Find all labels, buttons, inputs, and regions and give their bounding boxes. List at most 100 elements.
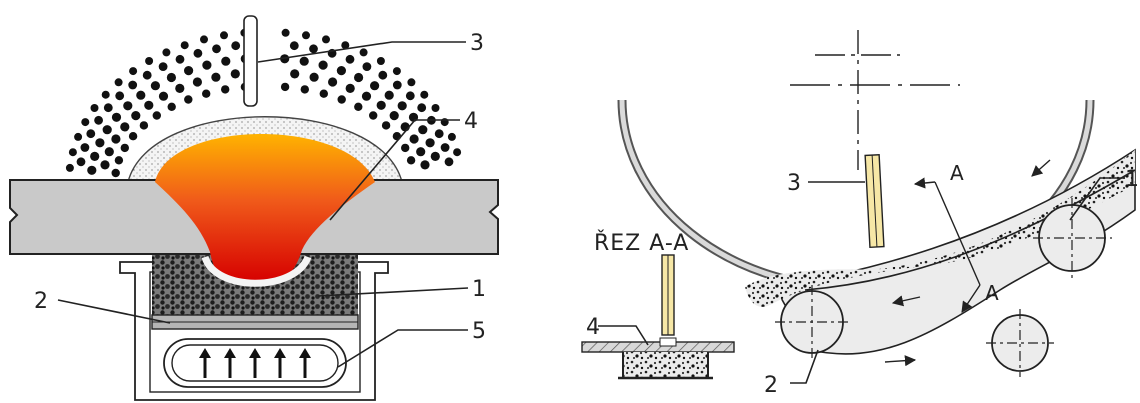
flux-granule [319,89,328,98]
flux-granule [345,54,355,64]
flux-granule [158,91,169,101]
flux-granule [128,80,138,90]
right-diagram: A A 1 2 3 4 ŘEZ A-A [581,30,1139,398]
flux-granule [152,111,161,120]
flux-granule [166,72,176,83]
right-electrode [864,153,885,249]
flux-layer [745,150,1135,307]
label-right-belt-flux: 1 [1125,167,1139,192]
section-flux-tray [622,352,709,379]
pressure-arrow-head [249,348,261,358]
flux-granule [114,78,123,87]
flux-granule [221,56,231,66]
flux-granule [444,157,454,167]
air-pressure-arrows [199,348,311,378]
flux-granule [184,66,194,76]
flux-granule [440,143,450,152]
flux-granule [221,85,230,94]
flux-granule [65,163,74,172]
roller-right-lower [986,309,1054,377]
belt-direction-arrows [884,159,1051,367]
flux-granule [184,95,193,104]
center-lines [790,30,960,170]
flux-granule [120,122,130,132]
flux-granule [87,165,97,175]
flux-granule [162,48,171,57]
flux-granule [409,134,419,144]
label-right-plate: 4 [586,315,600,340]
flux-granule [81,118,90,127]
flux-granule [336,66,346,76]
flux-granule [369,111,378,120]
left-diagram: 3 4 1 2 5 [9,15,499,401]
flux-granule [406,156,416,165]
flux-granule [453,148,462,157]
flux-granule [74,132,83,141]
flux-granule [175,54,185,64]
flux-granule [95,138,105,148]
roller-right-upper [1033,198,1112,278]
flux-granule [180,41,189,50]
section-detail [581,254,735,380]
flux-granule [115,91,125,101]
flux-granule [302,31,310,40]
flux-granule [104,147,114,157]
pressure-arrow-head [299,348,311,358]
flux-granule [111,168,120,178]
flux-granule [381,121,391,130]
flux-granule [150,81,160,91]
flux-granule [401,143,410,153]
flux-granule [418,125,428,135]
flux-granule [131,111,141,121]
flux-granule [202,60,212,70]
flux-granule [231,41,241,51]
flux-granule [290,69,300,79]
label-flux-backing: 1 [472,277,486,302]
flux-granule [345,83,355,93]
flux-granule [128,132,138,141]
flux-granule [392,67,401,76]
flux-granule [300,85,309,94]
flux-granule [136,90,146,100]
section-mark-lower: A [985,281,999,305]
flux-granule [434,129,444,139]
flux-granule [120,143,129,153]
flux-granule [318,60,328,70]
flux-granule [139,121,149,130]
flux-granule [158,62,168,71]
flux-granule [417,103,427,113]
flux-granule [211,72,221,82]
flux-granule [309,72,319,82]
flux-granule [101,90,110,99]
flux-granule [90,151,100,161]
label-copper-bar: 2 [34,289,48,314]
flux-granule [359,48,368,57]
flux-granule [337,95,346,104]
flux-granule [230,69,240,79]
flux-granule [80,143,90,152]
flux-granule [202,89,211,98]
label-right-roller: 2 [764,373,778,398]
flux-granule [103,103,113,113]
pressure-arrow-head [199,348,211,358]
flux-granule [144,100,154,110]
flux-granule [405,91,415,101]
flux-granule [193,48,203,58]
flux-granule [376,57,385,65]
flux-granule [322,35,330,44]
pressure-arrow-head [274,348,286,358]
flux-granule [192,77,202,87]
flux-granule [111,112,122,122]
flux-granule [376,100,386,110]
flux-granule [167,102,176,112]
flux-granule [281,28,290,37]
label-plate: 4 [464,109,478,134]
pressure-arrow-head [224,348,236,358]
flux-granule [68,148,77,157]
section-plate [581,341,735,353]
flux-granule [328,77,338,87]
electrode-rod [243,15,258,107]
flux-granule [378,70,388,80]
flux-granule [299,56,309,66]
